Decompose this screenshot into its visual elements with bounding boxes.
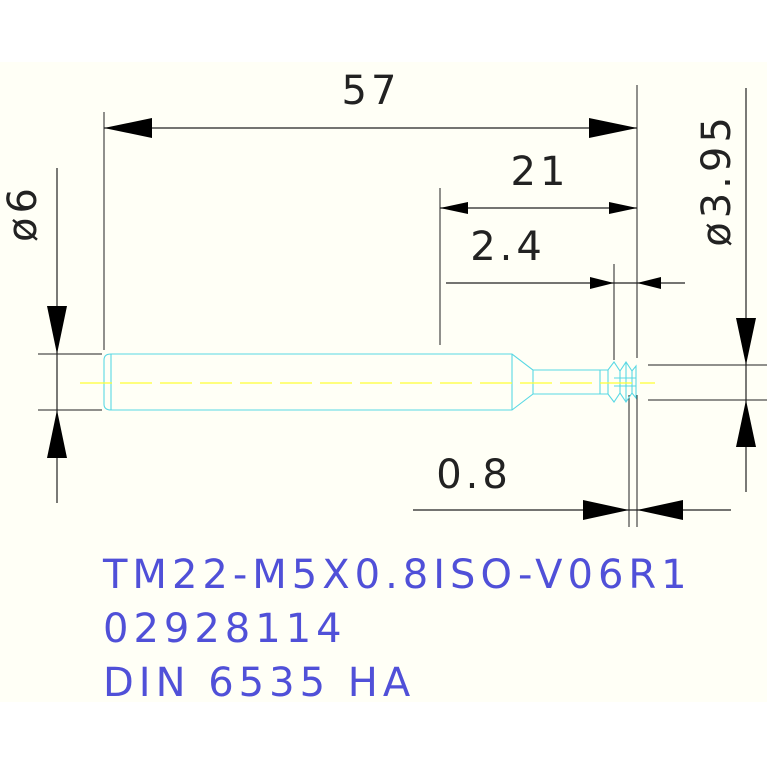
arrowhead <box>736 400 756 447</box>
arrowhead <box>440 202 468 214</box>
sheet-background <box>0 62 767 702</box>
arrowhead <box>590 277 614 289</box>
dimension-diameter-6: ø6 <box>0 168 67 503</box>
arrowhead <box>583 500 629 520</box>
dimension-2-4: 2.4 <box>446 224 685 289</box>
shank <box>103 353 534 411</box>
dimension-0-8: 0.8 <box>413 452 731 520</box>
extension-lines <box>38 85 767 527</box>
arrowhead <box>47 410 67 458</box>
dimension-label-57: 57 <box>342 68 401 114</box>
dimension-label-2-4: 2.4 <box>470 224 546 270</box>
neck <box>533 369 601 395</box>
dimension-label-21: 21 <box>511 149 570 195</box>
spec-block: TM22-M5X0.8ISO-V06R1 02928114 DIN 6535 H… <box>102 552 692 706</box>
arrowhead <box>47 306 67 354</box>
arrowhead <box>609 202 637 214</box>
dimension-label-0-8: 0.8 <box>436 452 512 498</box>
standard: DIN 6535 HA <box>103 660 415 706</box>
tool-outline <box>103 353 637 411</box>
arrowhead <box>637 277 661 289</box>
arrowhead <box>104 118 152 138</box>
arrowhead <box>637 500 683 520</box>
dimension-57: 57 <box>104 68 637 138</box>
thread-profile <box>600 361 637 403</box>
dimension-diameter-3-95: ø3.95 <box>694 88 756 492</box>
arrowhead <box>736 318 756 365</box>
dimension-label-diameter-3-95: ø3.95 <box>694 113 740 247</box>
dimension-21: 21 <box>440 149 637 214</box>
dimension-label-diameter-6: ø6 <box>0 184 46 242</box>
arrowhead <box>589 118 637 138</box>
order-code: 02928114 <box>103 606 347 652</box>
part-number: TM22-M5X0.8ISO-V06R1 <box>102 552 692 598</box>
